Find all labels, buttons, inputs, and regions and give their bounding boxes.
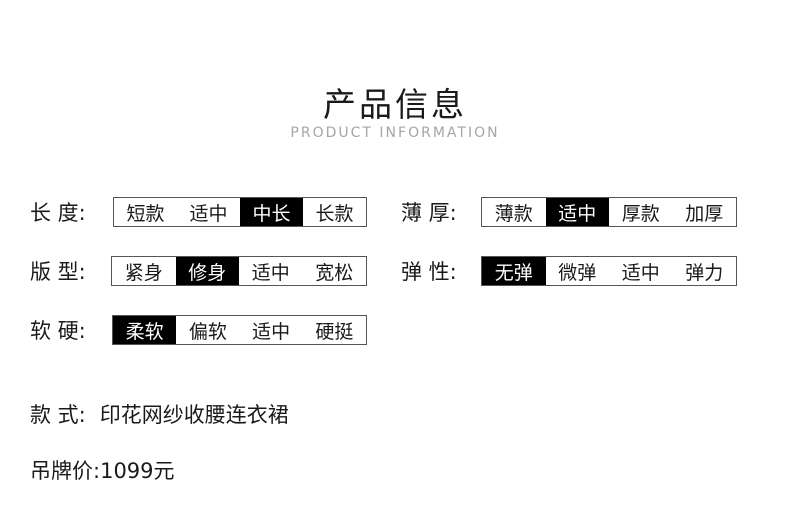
price-value: 1099元 bbox=[100, 459, 175, 483]
attribute-label: 弹 性: bbox=[401, 260, 457, 284]
option: 长款 bbox=[315, 202, 354, 225]
attribute-length: 长 度: 短款 适中 中长 长款 bbox=[30, 197, 370, 227]
attribute-label: 版 型: bbox=[30, 260, 86, 284]
option: 修身 bbox=[175, 257, 239, 285]
option: 微弹 bbox=[558, 261, 597, 284]
option: 薄款 bbox=[494, 202, 533, 225]
option-group: 无弹 微弹 适中 弹力 bbox=[481, 256, 737, 286]
price-label: 吊牌价: bbox=[30, 459, 101, 483]
option: 偏软 bbox=[188, 320, 227, 343]
page-subtitle: PRODUCT INFORMATION bbox=[290, 125, 500, 141]
style-value: 印花网纱收腰连衣裙 bbox=[99, 403, 289, 427]
attribute-label: 长 度: bbox=[30, 201, 86, 225]
attribute-label: 软 硬: bbox=[30, 319, 86, 343]
option: 中长 bbox=[240, 198, 303, 226]
option-group: 柔软 偏软 适中 硬挺 bbox=[112, 315, 367, 345]
style-label: 款 式: bbox=[30, 403, 86, 427]
attribute-fit: 版 型: 紧身 修身 适中 宽松 bbox=[30, 256, 370, 286]
option: 短款 bbox=[126, 202, 165, 225]
option: 厚款 bbox=[621, 202, 660, 225]
option-group: 短款 适中 中长 长款 bbox=[113, 197, 367, 227]
attribute-softness: 软 硬: 柔软 偏软 适中 硬挺 bbox=[30, 315, 370, 345]
style-info: 款 式: 印花网纱收腰连衣裙 bbox=[30, 399, 289, 429]
option-group: 薄款 适中 厚款 加厚 bbox=[481, 197, 737, 227]
option: 无弹 bbox=[482, 257, 546, 285]
option: 适中 bbox=[545, 198, 609, 226]
option: 宽松 bbox=[315, 261, 354, 284]
attribute-label: 薄 厚: bbox=[401, 201, 457, 225]
price-info: 吊牌价:1099元 bbox=[30, 455, 175, 485]
option: 柔软 bbox=[113, 316, 177, 344]
option: 硬挺 bbox=[315, 320, 354, 343]
option: 适中 bbox=[252, 320, 291, 343]
option: 适中 bbox=[251, 261, 290, 284]
option: 弹力 bbox=[685, 261, 724, 284]
attribute-elasticity: 弹 性: 无弹 微弹 适中 弹力 bbox=[401, 256, 741, 286]
page-title: 产品信息 bbox=[323, 85, 467, 124]
attribute-thickness: 薄 厚: 薄款 适中 厚款 加厚 bbox=[401, 197, 741, 227]
option: 适中 bbox=[621, 261, 660, 284]
option: 适中 bbox=[189, 202, 228, 225]
option: 紧身 bbox=[124, 261, 163, 284]
option-group: 紧身 修身 适中 宽松 bbox=[111, 256, 367, 286]
option: 加厚 bbox=[685, 202, 724, 225]
